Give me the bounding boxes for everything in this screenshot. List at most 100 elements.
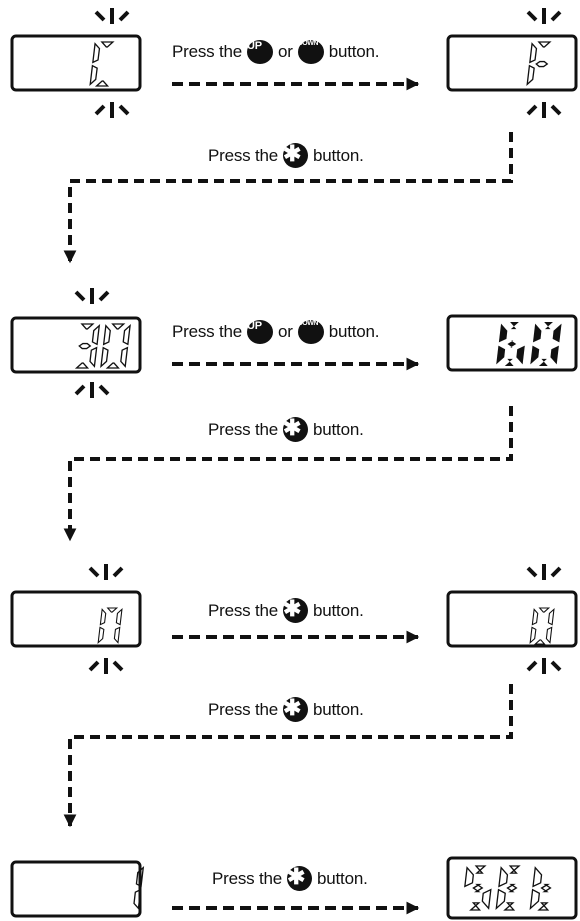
segment — [100, 346, 109, 369]
display-box-30 — [10, 316, 142, 374]
display-digits-f — [526, 41, 552, 87]
instruction-up-down-2: Press the UP or DOWN button. — [172, 320, 380, 344]
segment — [507, 340, 517, 348]
blink-marks-bottom-o — [526, 658, 562, 674]
segment — [113, 626, 121, 644]
blink-mark — [526, 660, 538, 672]
segment — [99, 608, 107, 626]
segment — [526, 64, 535, 87]
segment — [102, 324, 111, 346]
segment — [120, 346, 129, 368]
blink-marks-top-f — [526, 8, 562, 24]
segment — [535, 60, 549, 68]
blink-marks-bottom-c — [94, 102, 130, 118]
display-digits-30 — [74, 323, 131, 369]
display-box-set — [446, 856, 578, 920]
blink-mark — [550, 660, 562, 672]
set-button-icon: ✱ — [283, 417, 309, 442]
digit-cell — [74, 323, 101, 369]
blink-mark — [74, 290, 86, 302]
segment — [498, 866, 509, 888]
segment — [495, 888, 506, 910]
set-button-icon: ✱ — [287, 866, 313, 891]
display-box-n — [10, 590, 142, 648]
segment — [552, 323, 562, 343]
set-button-icon: ✱ — [283, 143, 309, 168]
digit-cell — [100, 323, 131, 369]
segment — [472, 883, 484, 893]
display-box-60 — [446, 314, 578, 372]
segment — [533, 639, 546, 645]
blink-mark — [526, 566, 538, 578]
blink-mark — [118, 104, 130, 116]
digit-cell — [464, 865, 492, 911]
blink-mark — [94, 10, 106, 22]
digit-cell — [97, 607, 123, 645]
digit-cell — [529, 607, 555, 645]
blink-marks-top-n — [88, 564, 124, 580]
segment — [538, 607, 551, 613]
segment — [529, 626, 537, 645]
segment — [97, 626, 105, 645]
segment — [529, 42, 538, 64]
blink-mark — [526, 10, 538, 22]
display-box-1 — [10, 860, 142, 918]
digit-cell — [526, 41, 552, 87]
segment — [74, 362, 90, 369]
segment — [516, 345, 525, 365]
digit-cell — [133, 865, 145, 910]
segment — [481, 888, 492, 910]
segment — [122, 323, 131, 346]
segment — [537, 41, 552, 48]
display-box-c — [10, 34, 142, 92]
display-box-f — [446, 34, 578, 92]
segment — [135, 865, 145, 888]
segment — [508, 865, 521, 874]
instruction-set-1: Press the ✱ button. — [208, 141, 364, 168]
segment — [464, 866, 475, 888]
blink-mark — [526, 104, 538, 116]
segment — [105, 362, 120, 369]
segment — [92, 42, 101, 64]
segment — [538, 358, 548, 366]
blink-mark — [94, 104, 106, 116]
segment — [532, 866, 543, 888]
display-digits-c — [89, 41, 115, 87]
segment — [532, 323, 542, 343]
segment — [540, 883, 552, 893]
instruction-set-4: Press the ✱ button. — [208, 695, 364, 722]
segment — [78, 342, 92, 350]
segment — [506, 883, 518, 893]
blink-mark — [112, 566, 124, 578]
blink-mark — [74, 384, 86, 396]
segment — [547, 607, 555, 626]
segment — [496, 345, 506, 365]
segment — [89, 346, 98, 368]
display-digits-n — [97, 607, 123, 645]
set-button-icon: ✱ — [283, 697, 309, 722]
digit-cell — [530, 322, 562, 366]
blink-marks-top-o — [526, 564, 562, 580]
segment — [474, 865, 487, 874]
segment — [133, 888, 142, 910]
connector-3 — [63, 684, 513, 828]
down-button-icon: DOWN — [297, 40, 324, 64]
down-button-icon: DOWN — [297, 320, 324, 344]
digit-cell — [495, 865, 521, 911]
segment — [111, 323, 126, 330]
display-digits-1 — [133, 865, 145, 910]
blink-marks-top-c — [94, 8, 130, 24]
blink-mark — [550, 566, 562, 578]
segment — [537, 902, 550, 911]
digit-cell — [529, 866, 552, 911]
segment — [498, 323, 508, 343]
blink-mark — [550, 104, 562, 116]
segment — [89, 64, 98, 87]
connector-2 — [63, 406, 513, 542]
segment — [503, 902, 516, 911]
display-digits-o — [529, 607, 555, 645]
segment — [530, 345, 540, 365]
up-button-icon: UP — [247, 320, 274, 344]
blink-mark — [88, 660, 100, 672]
